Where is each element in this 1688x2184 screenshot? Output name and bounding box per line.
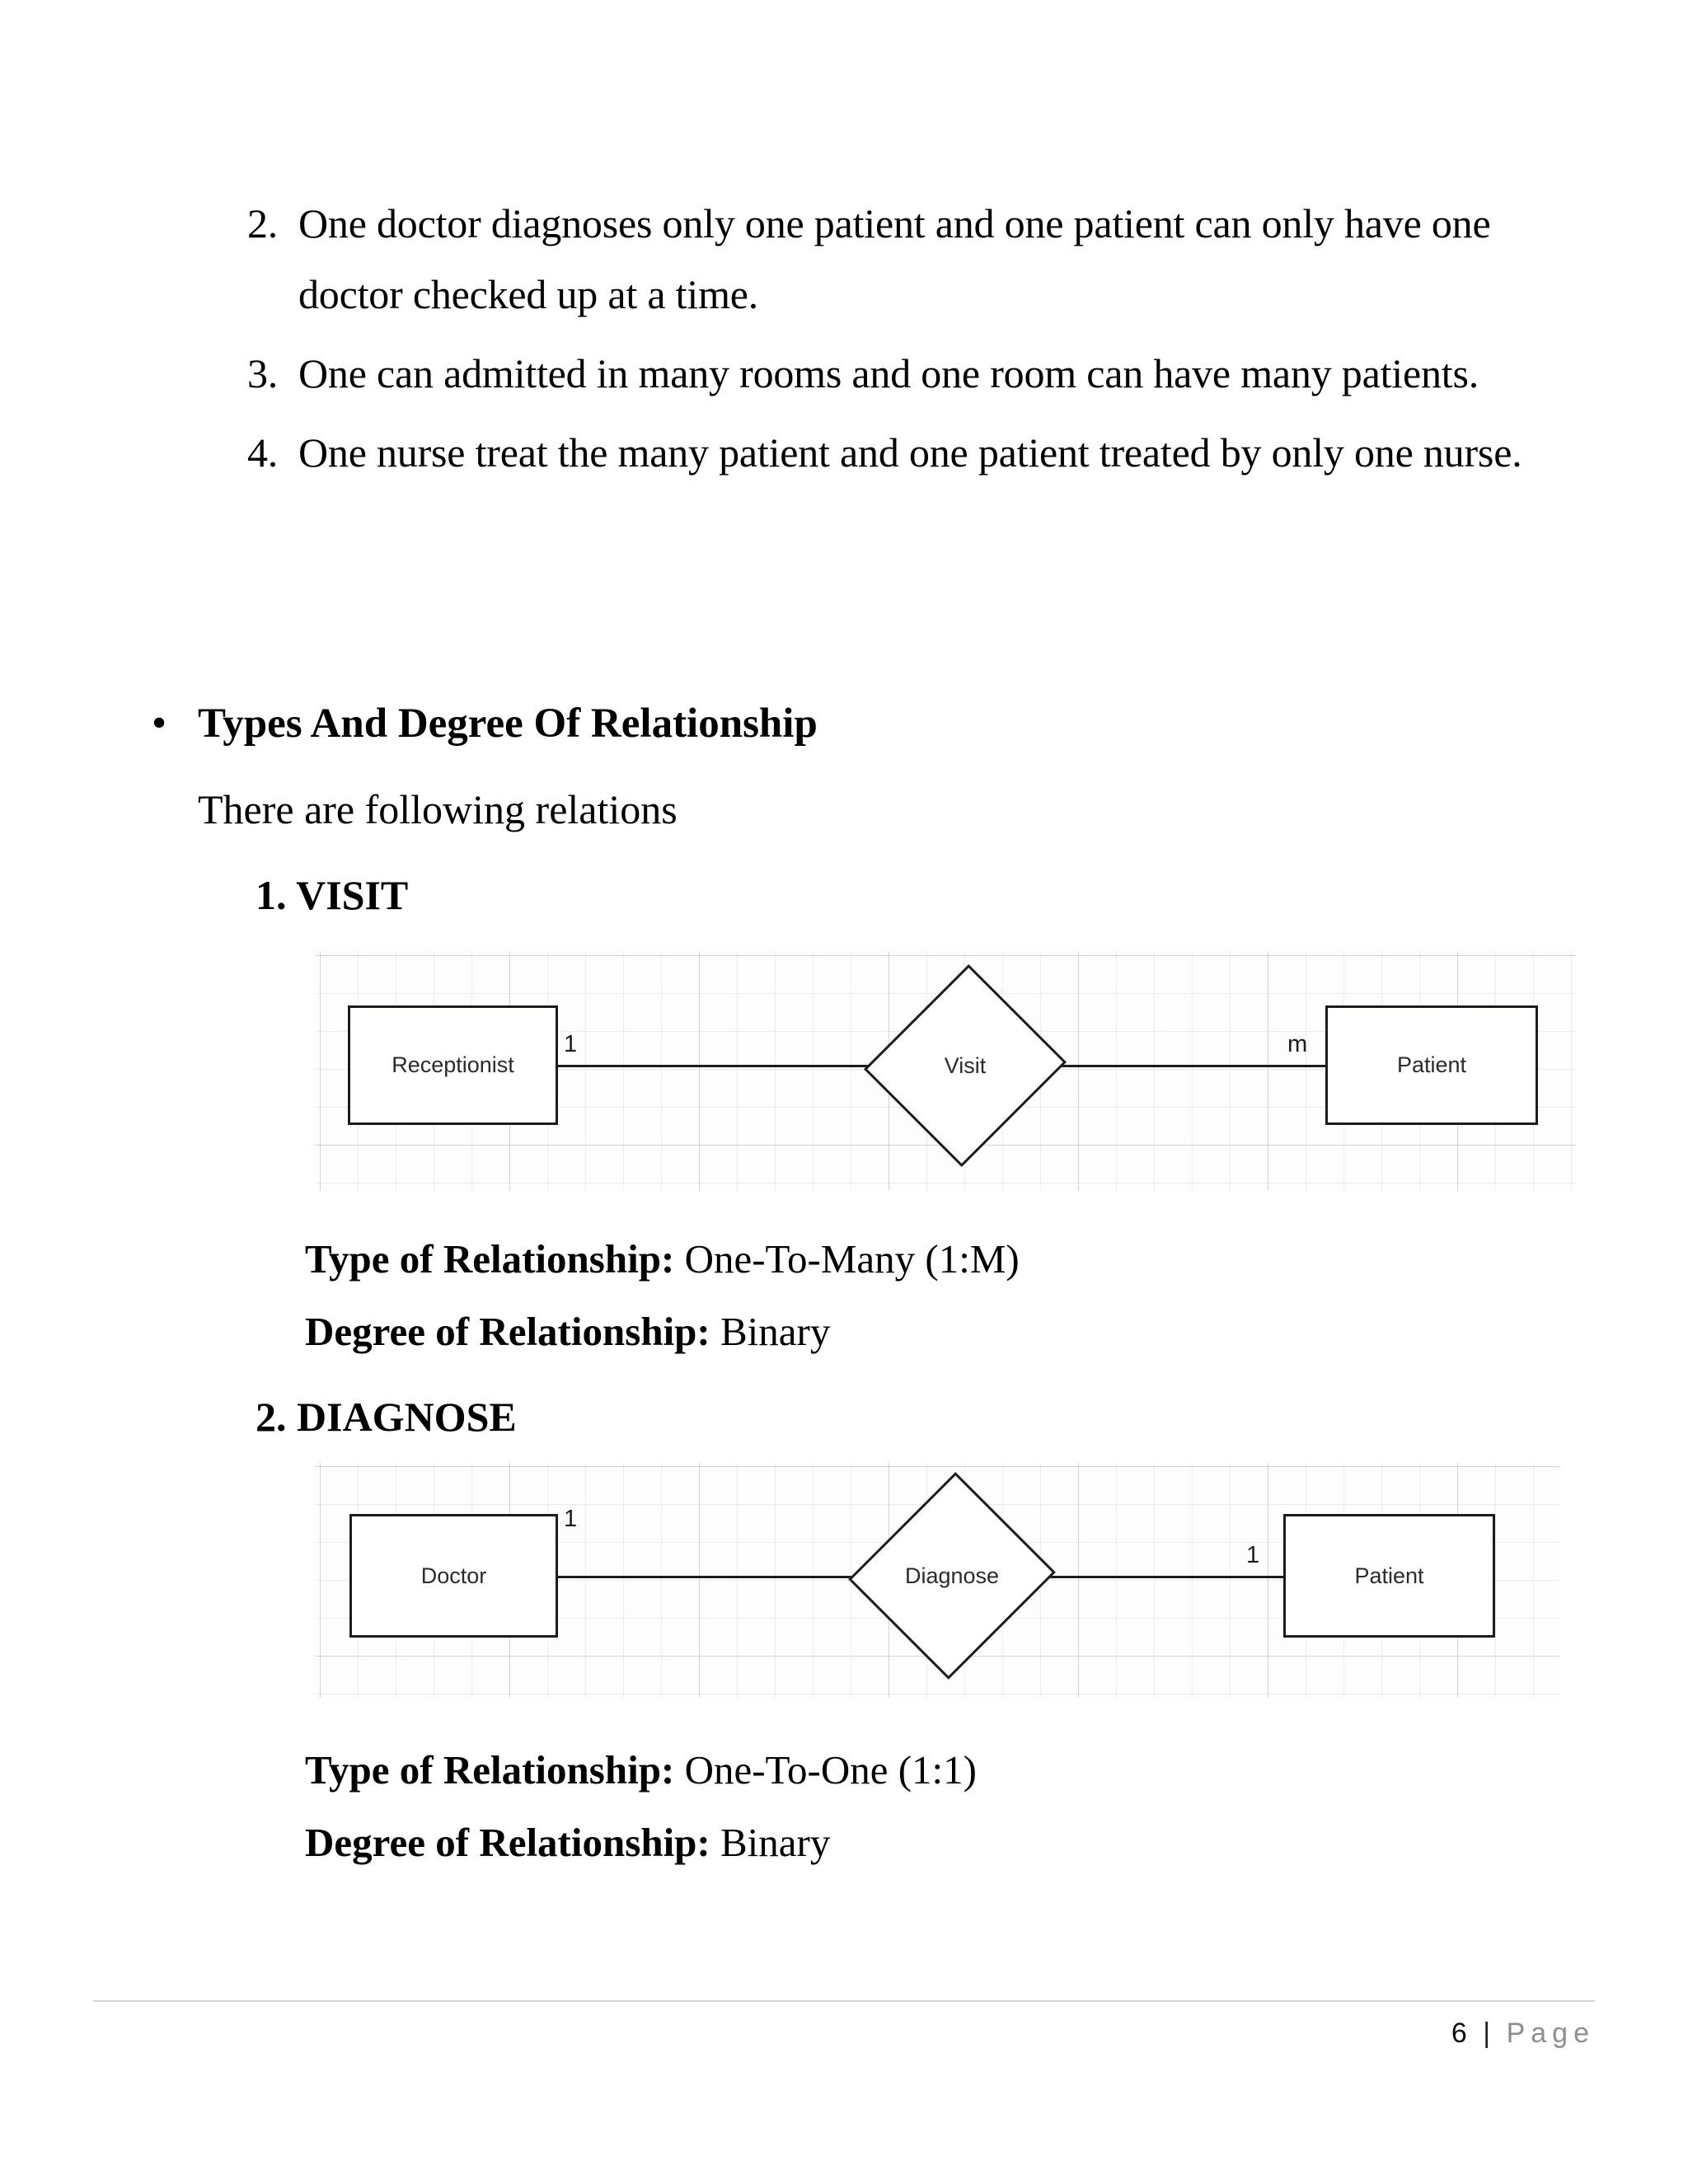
- relationship-caption-visit: Type of Relationship: One-To-Many (1:M) …: [305, 1228, 1020, 1373]
- bullet-icon: •: [152, 701, 166, 743]
- list-item-marker: 3.: [247, 350, 279, 396]
- type-of-relationship-row: Type of Relationship: One-To-One (1:1): [305, 1739, 977, 1802]
- entity-patient: Patient: [1325, 1005, 1538, 1125]
- footer-separator: |: [1483, 2018, 1491, 2049]
- numbered-list: 2. One doctor diagnoses only one patient…: [247, 188, 1582, 496]
- footer-page-number: 6: [1451, 2018, 1467, 2049]
- footer-page-word: Page: [1506, 2018, 1595, 2049]
- subsection-heading-diagnose: 2. DIAGNOSE: [256, 1394, 517, 1440]
- relationship-diagnose: Diagnose: [848, 1472, 1056, 1680]
- entity-label: Doctor: [420, 1563, 487, 1588]
- entity-label: Patient: [1354, 1563, 1424, 1588]
- list-item: 2. One doctor diagnoses only one patient…: [247, 188, 1582, 330]
- list-item: 3. One can admitted in many rooms and on…: [247, 338, 1582, 409]
- degree-of-relationship-label: Degree of Relationship:: [305, 1819, 710, 1865]
- er-diagram-diagnose: Doctor Diagnose Patient 1 1: [315, 1463, 1559, 1698]
- list-item-marker: 4.: [247, 429, 279, 476]
- type-of-relationship-value: One-To-Many (1:M): [684, 1236, 1020, 1282]
- section-heading-text: Types And Degree Of Relationship: [198, 701, 818, 747]
- connector-line-left: [558, 1576, 881, 1578]
- relationship-caption-diagnose: Type of Relationship: One-To-One (1:1) D…: [305, 1739, 977, 1884]
- type-of-relationship-row: Type of Relationship: One-To-Many (1:M): [305, 1228, 1020, 1291]
- degree-of-relationship-row: Degree of Relationship: Binary: [305, 1811, 977, 1874]
- connector-line-right: [1021, 1576, 1283, 1578]
- connector-line-right: [1034, 1065, 1325, 1067]
- relationship-visit: Visit: [863, 963, 1067, 1168]
- footer-divider: [93, 2000, 1595, 2002]
- lead-paragraph: There are following relations: [198, 786, 678, 832]
- entity-label: Receptionist: [392, 1052, 514, 1077]
- relationship-label: Visit: [944, 1052, 987, 1078]
- degree-of-relationship-label: Degree of Relationship:: [305, 1308, 710, 1354]
- connector-line-left: [556, 1065, 896, 1067]
- degree-of-relationship-value: Binary: [720, 1308, 831, 1354]
- type-of-relationship-label: Type of Relationship:: [305, 1747, 675, 1793]
- entity-receptionist: Receptionist: [348, 1005, 558, 1125]
- section-heading: • Types And Degree Of Relationship: [152, 696, 1554, 751]
- er-diagram-visit: Receptionist Visit Patient 1 m: [315, 952, 1576, 1191]
- relationship-label: Diagnose: [904, 1563, 1000, 1588]
- type-of-relationship-label: Type of Relationship:: [305, 1236, 675, 1282]
- entity-patient: Patient: [1283, 1514, 1495, 1638]
- cardinality-left: 1: [564, 1031, 578, 1057]
- list-item-text: One can admitted in many rooms and one r…: [298, 350, 1479, 396]
- degree-of-relationship-value: Binary: [720, 1819, 831, 1865]
- subsection-heading-visit: 1. VISIT: [256, 872, 409, 918]
- degree-of-relationship-row: Degree of Relationship: Binary: [305, 1301, 1020, 1363]
- entity-doctor: Doctor: [349, 1514, 558, 1638]
- cardinality-left: 1: [564, 1506, 578, 1532]
- list-item-text: One nurse treat the many patient and one…: [298, 429, 1522, 476]
- cardinality-right: m: [1287, 1031, 1308, 1057]
- entity-label: Patient: [1396, 1052, 1467, 1077]
- list-item-text: One doctor diagnoses only one patient an…: [298, 200, 1491, 317]
- type-of-relationship-value: One-To-One (1:1): [684, 1747, 977, 1793]
- footer-page-indicator: 6 | Page: [1451, 2018, 1595, 2050]
- list-item-marker: 2.: [247, 200, 279, 246]
- list-item: 4. One nurse treat the many patient and …: [247, 417, 1582, 488]
- cardinality-right: 1: [1246, 1542, 1260, 1568]
